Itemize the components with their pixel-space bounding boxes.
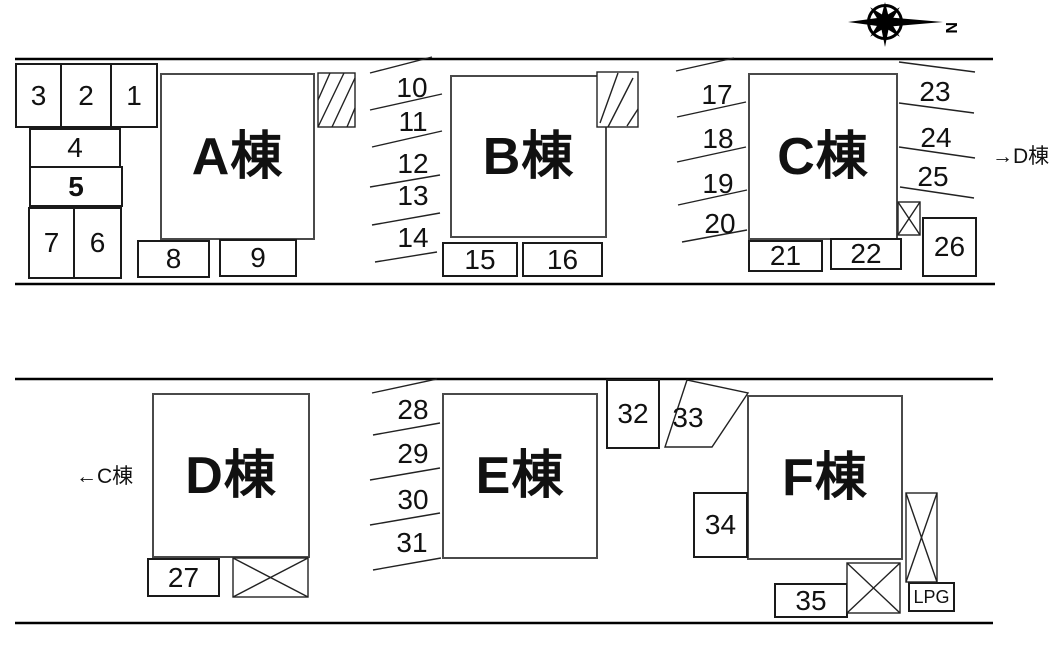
parking-space-32: 32 bbox=[606, 379, 660, 449]
space-30-label: 30 bbox=[397, 484, 429, 515]
space-8-label: 8 bbox=[165, 243, 182, 274]
parking-space-16: 16 bbox=[522, 242, 603, 277]
parking-space-24: 24 bbox=[916, 121, 956, 155]
parking-space-2: 2 bbox=[60, 63, 112, 128]
space-4-label: 4 bbox=[67, 132, 83, 163]
parking-space-34: 34 bbox=[693, 492, 748, 558]
space-16-label: 16 bbox=[546, 243, 579, 275]
space-13-label: 13 bbox=[397, 180, 429, 211]
space-34-label: 34 bbox=[704, 509, 737, 540]
space-1-label: 1 bbox=[126, 79, 142, 111]
building-e-label: E棟 bbox=[475, 447, 565, 505]
space-7-label: 7 bbox=[43, 227, 60, 258]
space-24-label: 24 bbox=[920, 122, 952, 153]
space-33-outline bbox=[664, 379, 750, 448]
space-19-label: 19 bbox=[702, 168, 734, 199]
direction-to-building-d: →D棟 bbox=[992, 146, 1049, 167]
space-5-label: 5 bbox=[68, 170, 84, 202]
space-17-label: 17 bbox=[701, 79, 733, 110]
parking-space-14: 14 bbox=[393, 221, 433, 255]
compass-north-label: N bbox=[942, 22, 959, 34]
compass-rose-icon: N bbox=[848, 2, 959, 47]
space-21-label: 21 bbox=[769, 240, 802, 271]
direction-to-building-c: ←C棟 bbox=[76, 466, 133, 487]
parking-space-4: 4 bbox=[29, 128, 121, 168]
to-c-label: ←C棟 bbox=[76, 465, 134, 488]
space-23-label: 23 bbox=[919, 76, 951, 107]
parking-space-25: 25 bbox=[913, 160, 953, 194]
parking-space-11: 11 bbox=[393, 105, 433, 139]
parking-space-6: 6 bbox=[73, 207, 122, 279]
parking-space-3: 3 bbox=[15, 63, 62, 128]
boundary-lines bbox=[15, 57, 995, 625]
space-11-label: 11 bbox=[398, 106, 428, 137]
space-14-label: 14 bbox=[397, 222, 429, 253]
parking-space-27: 27 bbox=[147, 558, 220, 597]
space-15-label: 15 bbox=[464, 243, 496, 275]
building-c-label: C棟 bbox=[777, 127, 869, 186]
space-22-label: 22 bbox=[850, 238, 882, 269]
space-12-label: 12 bbox=[397, 148, 429, 179]
space-33-label: 33 bbox=[672, 402, 704, 433]
parking-space-13: 13 bbox=[393, 179, 433, 213]
building-f-label: F棟 bbox=[782, 448, 868, 507]
space-27-label: 27 bbox=[167, 561, 200, 593]
space-3-label: 3 bbox=[30, 79, 47, 111]
parking-space-7: 7 bbox=[28, 207, 75, 279]
space-6-label: 6 bbox=[89, 227, 106, 258]
to-d-label: →D棟 bbox=[992, 145, 1050, 168]
parking-space-5: 5 bbox=[29, 166, 123, 207]
space-35-label: 35 bbox=[795, 584, 827, 616]
space-20-label: 20 bbox=[704, 208, 736, 239]
building-f: F棟 bbox=[747, 395, 903, 560]
space-25-label: 25 bbox=[917, 161, 949, 192]
parking-space-31: 31 bbox=[392, 526, 432, 560]
building-e: E棟 bbox=[442, 393, 598, 559]
space-18-label: 18 bbox=[702, 123, 734, 154]
parking-space-17: 17 bbox=[697, 78, 737, 112]
space-10-label: 10 bbox=[396, 72, 428, 103]
parking-space-1: 1 bbox=[110, 63, 158, 128]
lpg-tank-box: LPG bbox=[908, 582, 955, 612]
parking-space-26: 26 bbox=[922, 217, 977, 277]
parking-space-33: 33 bbox=[668, 401, 708, 435]
parking-space-30: 30 bbox=[393, 483, 433, 517]
parking-space-15: 15 bbox=[442, 242, 518, 277]
space-29-label: 29 bbox=[397, 438, 429, 469]
space-9-label: 9 bbox=[250, 242, 266, 273]
stall-dividers-b bbox=[369, 56, 443, 263]
space-32-label: 32 bbox=[617, 398, 649, 429]
lpg-label: LPG bbox=[913, 587, 950, 607]
parking-space-10: 10 bbox=[392, 71, 432, 105]
building-d: D棟 bbox=[152, 393, 310, 558]
stall-dividers-c-left bbox=[675, 57, 748, 243]
parking-space-8: 8 bbox=[137, 240, 210, 278]
parking-space-29: 29 bbox=[393, 437, 433, 471]
building-b: B棟 bbox=[450, 75, 607, 238]
building-d-label: D棟 bbox=[185, 446, 277, 505]
space-28-label: 28 bbox=[397, 394, 429, 425]
parking-space-28: 28 bbox=[393, 393, 433, 427]
space-2-label: 2 bbox=[78, 79, 94, 111]
space-31-label: 31 bbox=[396, 527, 428, 558]
building-a-label: A棟 bbox=[191, 127, 284, 186]
parking-space-18: 18 bbox=[698, 122, 738, 156]
parking-space-23: 23 bbox=[915, 75, 955, 109]
parking-space-35: 35 bbox=[774, 583, 848, 618]
parking-space-9: 9 bbox=[219, 239, 297, 277]
parking-space-22: 22 bbox=[830, 238, 902, 270]
stall-dividers-c-right bbox=[898, 61, 976, 199]
parking-space-21: 21 bbox=[748, 240, 823, 272]
building-b-label: B棟 bbox=[482, 127, 575, 186]
building-c: C棟 bbox=[748, 73, 898, 240]
parking-space-19: 19 bbox=[698, 167, 738, 201]
stall-dividers-e bbox=[369, 378, 442, 571]
building-a: A棟 bbox=[160, 73, 315, 240]
parking-space-20: 20 bbox=[700, 207, 740, 241]
parking-space-12: 12 bbox=[393, 147, 433, 181]
space-26-label: 26 bbox=[933, 231, 966, 262]
